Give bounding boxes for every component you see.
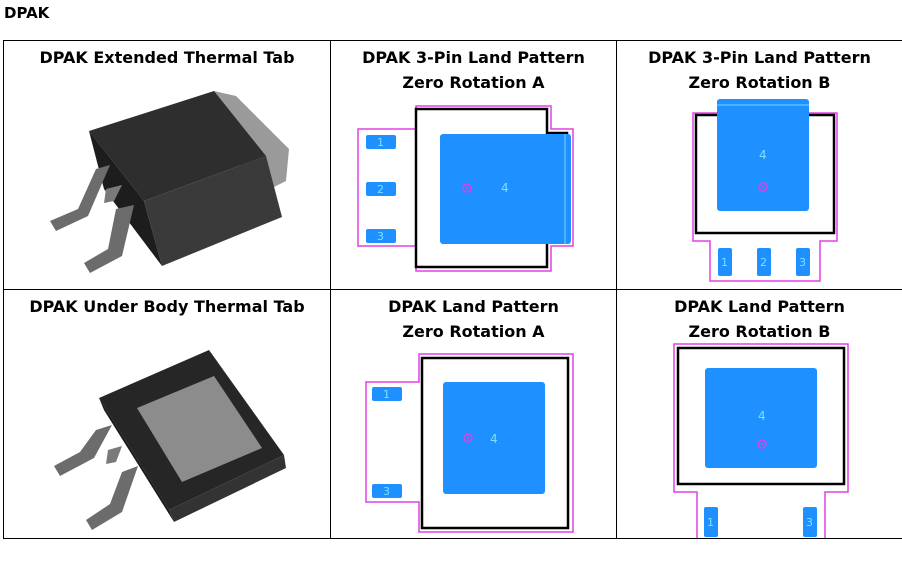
svg-text:3: 3 [377,230,384,243]
tab-pad [717,99,809,211]
origin-marker-icon [757,439,767,449]
svg-text:3: 3 [799,256,806,269]
svg-text:3: 3 [383,485,390,498]
lead-2-stub [104,185,122,203]
pin-pad-3 [803,507,817,537]
tab-pad-label: 4 [758,409,766,423]
dpak-footprint-table: DPAK Extended Thermal Tab [3,40,902,539]
cell-title: DPAK Land Pattern Zero Rotation A [388,297,559,341]
pin-pad-3 [796,248,810,276]
pin-pad-3 [372,484,402,498]
pin-pad-2 [757,248,771,276]
lead-1 [50,165,110,231]
cell-3pin-rotation-b: DPAK 3-Pin Land Pattern Zero Rotation B … [616,40,902,290]
tab-pad [443,382,545,494]
pin-pad-1 [372,387,402,401]
svg-text:1: 1 [383,388,390,401]
courtyard-outline [673,343,849,538]
thermal-pad [137,376,262,482]
silkscreen-outline [420,356,570,530]
dpak-extended-tab-render [50,91,289,273]
cell-extended-tab: DPAK Extended Thermal Tab [3,40,331,290]
svg-text:1: 1 [707,516,714,529]
pin-pad-3 [366,229,396,243]
cell-title: DPAK Land Pattern Zero Rotation B [674,297,845,341]
cell-under-body-tab: DPAK Under Body Thermal Tab [3,289,331,539]
cell-2pin-rotation-a: DPAK Land Pattern Zero Rotation A 4 1 [330,289,617,539]
pin-pad-1 [718,248,732,276]
svg-text:2: 2 [760,256,767,269]
svg-text:2: 2 [377,183,384,196]
silkscreen-outline [676,346,846,486]
courtyard-outline [692,112,838,282]
svg-text:1: 1 [721,256,728,269]
pin-pad-1 [704,507,718,537]
cell-title: DPAK Extended Thermal Tab [39,48,295,67]
land-pattern-2pin-a: 4 1 3 [365,353,574,533]
dpak-under-body-tab-render [54,350,286,530]
lead-2-stub [106,446,122,464]
lead-1 [54,425,112,476]
lead-3 [84,205,134,273]
page-heading: DPAK [4,4,50,22]
pin-pad-2 [366,182,396,196]
svg-text:3: 3 [806,516,813,529]
courtyard-outline [365,353,574,533]
cell-3pin-rotation-a: DPAK 3-Pin Land Pattern Zero Rotation A … [330,40,617,290]
cell-2pin-rotation-b: DPAK Land Pattern Zero Rotation B 4 1 [616,289,902,539]
cell-title: DPAK 3-Pin Land Pattern Zero Rotation A [362,48,585,92]
cell-title: DPAK 3-Pin Land Pattern Zero Rotation B [648,48,871,92]
package-body-side [144,156,282,266]
origin-marker-icon [758,182,768,192]
package-body-front [89,131,162,266]
origin-marker-icon [462,183,472,193]
tab-pad-label: 4 [759,148,767,162]
origin-marker-icon [463,433,473,443]
land-pattern-3pin-b: 4 1 2 3 [692,99,838,282]
lead-3 [86,466,138,530]
svg-text:1: 1 [377,136,384,149]
pin-pad-1 [366,135,396,149]
tab-pad-label: 4 [501,181,509,195]
cell-title: DPAK Under Body Thermal Tab [29,297,305,316]
package-body-top [89,91,266,201]
tab-pad-label: 4 [490,432,498,446]
tab-pad [440,134,571,244]
land-pattern-2pin-b: 4 1 3 [673,343,849,538]
tab-pad [705,368,817,468]
land-pattern-3pin-a: 4 1 2 3 [357,105,574,272]
